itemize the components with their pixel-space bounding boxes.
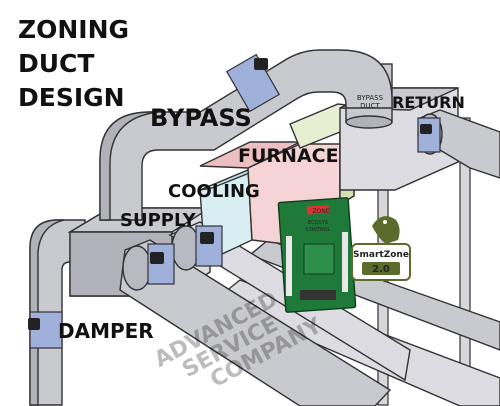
smartzone-badge: SmartZone 2.0 <box>351 216 411 281</box>
board-terminals <box>286 232 348 300</box>
label-cooling: COOLING <box>168 181 260 202</box>
badge-name: SmartZone <box>353 250 409 260</box>
board-line-1: ECOSYS <box>308 220 328 226</box>
bird-icon <box>372 216 400 244</box>
label-supply: SUPPLY <box>120 210 197 231</box>
title-line-3: DESIGN <box>18 83 125 112</box>
zone-control-board: ZONE ECOSYS CONTROL <box>277 197 357 313</box>
damper-bands <box>28 53 441 349</box>
label-damper: DAMPER <box>58 319 154 343</box>
label-bypass: BYPASS <box>150 104 252 132</box>
label-furnace: FURNACE <box>238 145 339 167</box>
title-line-1: ZONING <box>18 15 129 44</box>
label-bypass-duct-top: BYPASS <box>357 94 384 102</box>
title-line-2: DUCT <box>18 49 94 78</box>
label-return: RETURN <box>392 93 465 112</box>
board-line-2: CONTROL <box>306 227 331 233</box>
label-bypass-duct-bottom: DUCT <box>360 102 380 110</box>
board-header: ZONE <box>312 208 329 215</box>
badge-version: 2.0 <box>372 264 390 275</box>
page-title: ZONING DUCT DESIGN <box>18 15 129 112</box>
